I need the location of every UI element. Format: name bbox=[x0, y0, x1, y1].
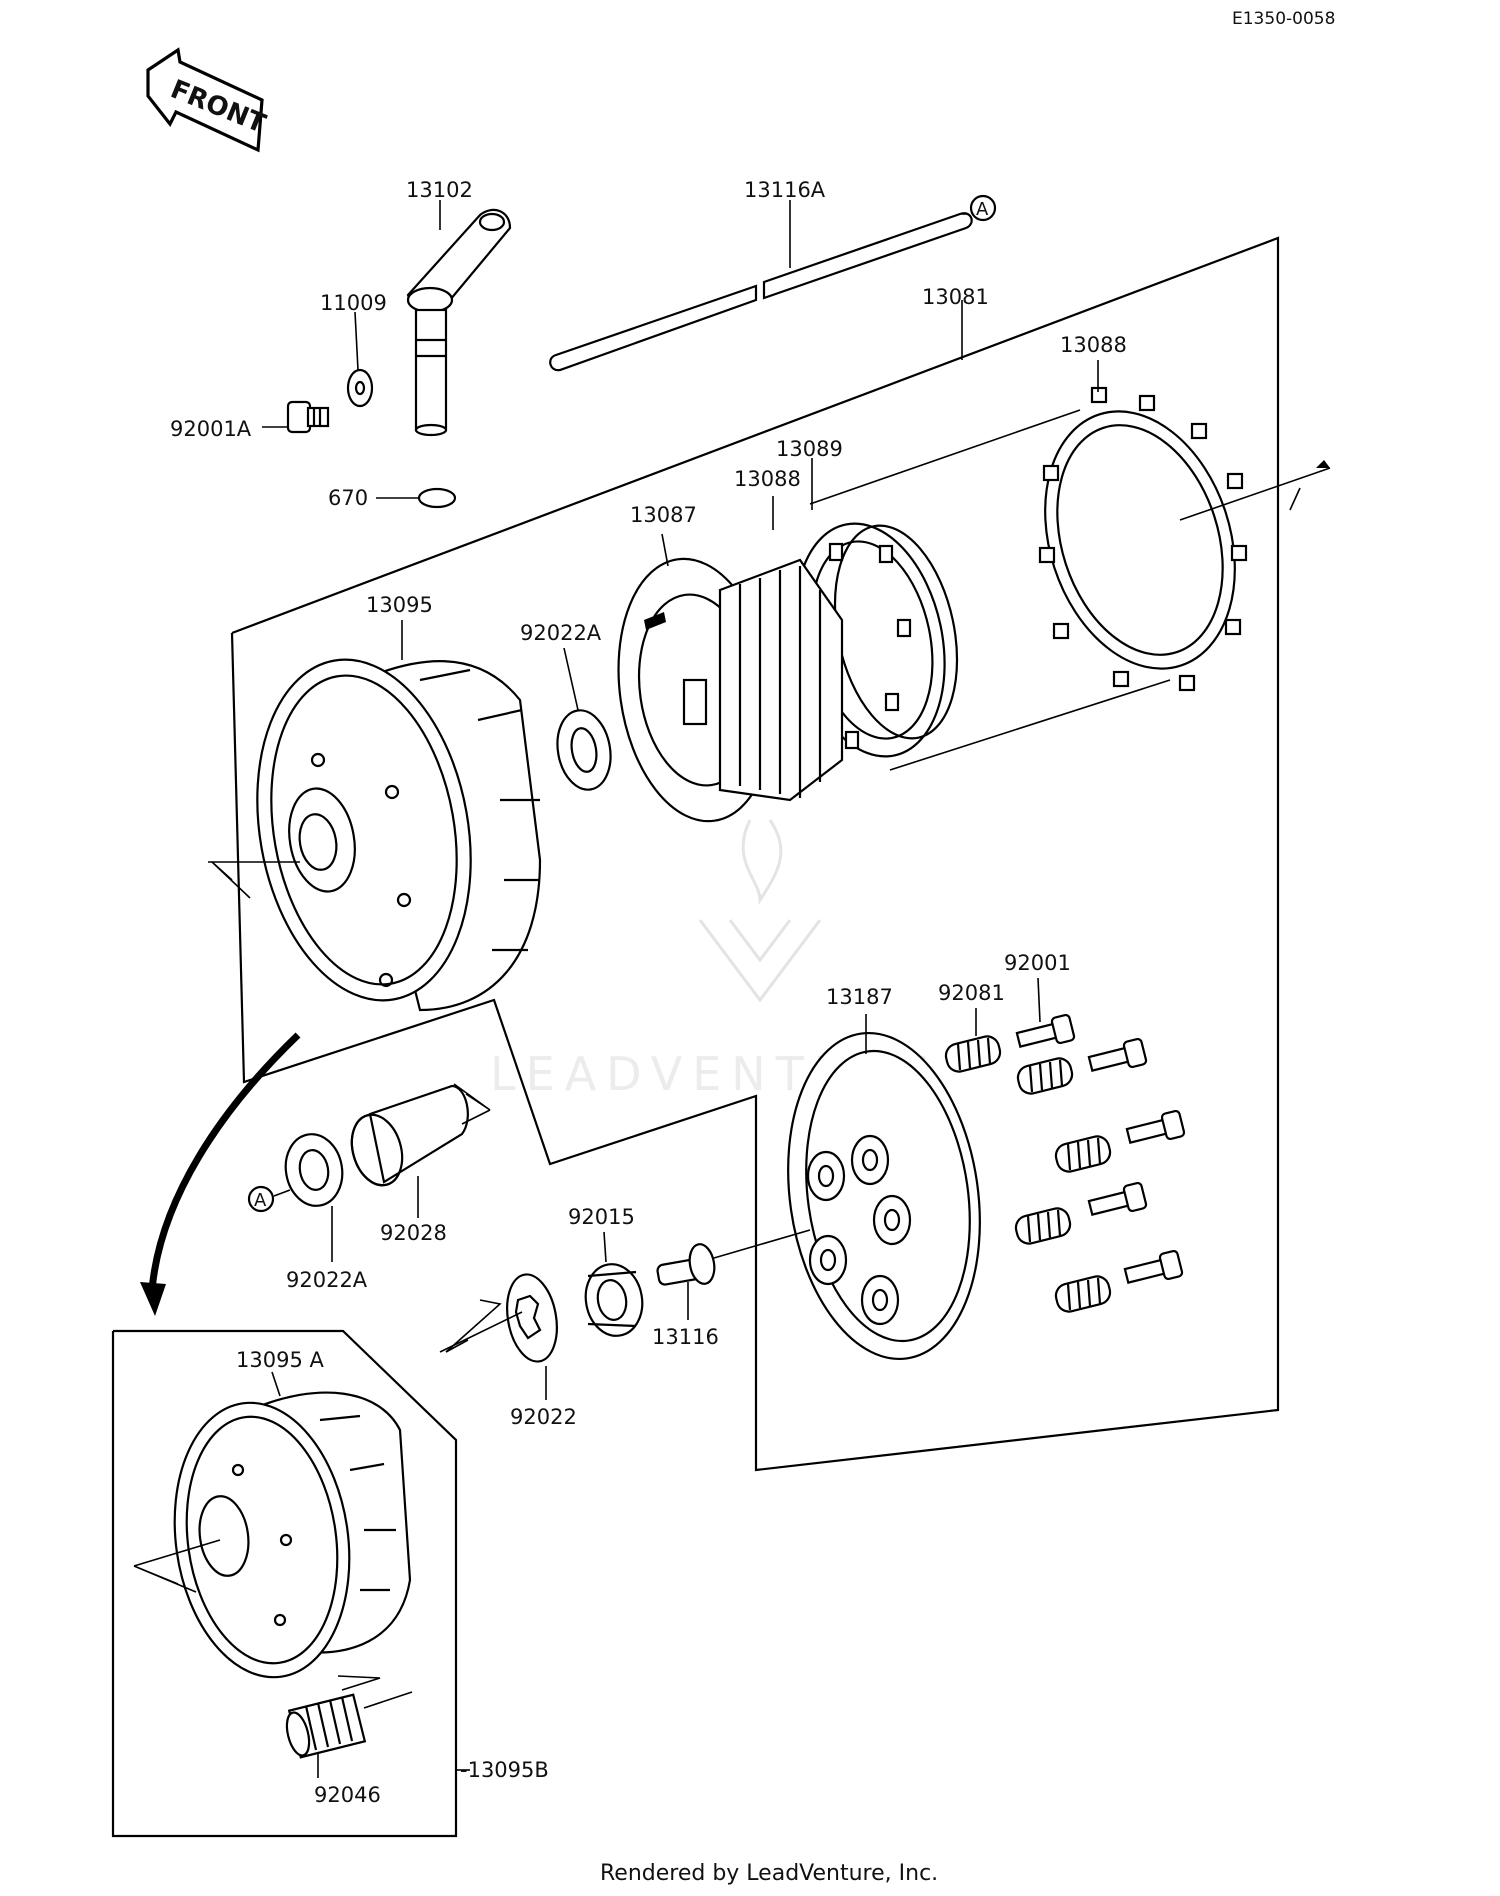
ref-marker-A-top bbox=[969, 194, 997, 222]
projection-arrow-tail bbox=[1289, 487, 1301, 511]
o-ring-670 bbox=[417, 487, 457, 509]
leader-13095A bbox=[271, 1371, 281, 1397]
bolt-4 bbox=[1087, 1181, 1148, 1216]
projection-arrow-92028 bbox=[453, 1083, 491, 1111]
push-rod-13116A bbox=[549, 212, 973, 372]
label-13081: 13081 bbox=[922, 285, 989, 309]
clutch-hub-13087 bbox=[617, 557, 844, 823]
bolt-5 bbox=[1123, 1249, 1184, 1284]
inset-box-13095B bbox=[111, 1329, 458, 1838]
label-92046: 92046 bbox=[314, 1783, 381, 1807]
pressure-plate-13187 bbox=[787, 1031, 981, 1361]
label-92081: 92081 bbox=[938, 981, 1005, 1005]
friction-plate-13088-inner bbox=[828, 542, 912, 750]
leader-13087 bbox=[661, 533, 669, 567]
clutch-springs-92081 bbox=[944, 1035, 1112, 1313]
ref-marker-A-bottom-text: A bbox=[254, 1190, 267, 1211]
projection-arrow-92022 bbox=[445, 1299, 502, 1353]
spring-4 bbox=[1014, 1207, 1072, 1245]
projection-arrow-bearing bbox=[337, 1675, 381, 1691]
spring-1 bbox=[944, 1035, 1002, 1073]
spring-2 bbox=[1016, 1057, 1074, 1095]
friction-plate-13088-outer bbox=[1038, 386, 1248, 692]
label-13095B: -13095B bbox=[460, 1758, 549, 1782]
clutch-release-lever-13102 bbox=[406, 208, 512, 437]
projection-line-bearing bbox=[363, 1691, 413, 1709]
label-13116: 13116 bbox=[652, 1325, 719, 1349]
footer-credit: Rendered by LeadVenture, Inc. bbox=[600, 1861, 938, 1886]
bolt-1 bbox=[1015, 1013, 1076, 1048]
projection-line-92028 bbox=[461, 1109, 491, 1125]
assembly-boundary bbox=[230, 236, 1280, 1472]
ref-marker-A-bottom bbox=[247, 1185, 275, 1213]
projection-line-right bbox=[1179, 467, 1331, 521]
label-11009: 11009 bbox=[320, 291, 387, 315]
label-13095: 13095 bbox=[366, 593, 433, 617]
label-13102: 13102 bbox=[406, 178, 473, 202]
projection-arrow-left bbox=[211, 861, 251, 899]
washer-92022A-upper bbox=[556, 709, 612, 791]
label-92001A: 92001A bbox=[170, 417, 252, 441]
clutch-bolts-92001 bbox=[1015, 1013, 1186, 1284]
ref-marker-A-top-text: A bbox=[976, 199, 989, 220]
bolt-2 bbox=[1087, 1037, 1148, 1072]
curved-arrow bbox=[140, 1032, 301, 1316]
bolt-92001A bbox=[286, 400, 330, 434]
clutch-housing-13095 bbox=[256, 658, 542, 1012]
projection-line-upper bbox=[809, 409, 1081, 505]
needle-bearing-92046 bbox=[285, 1693, 367, 1759]
label-13089: 13089 bbox=[776, 437, 843, 461]
leader-marker-A-bottom bbox=[273, 1189, 291, 1197]
label-13088-inner: 13088 bbox=[734, 467, 801, 491]
leader-13116-rod-to-plate bbox=[713, 1229, 811, 1259]
front-direction-arrow: FRONT bbox=[146, 47, 270, 153]
projection-arrow-inset bbox=[133, 1565, 197, 1593]
diagram-code: E1350-0058 bbox=[1232, 9, 1335, 29]
push-rod-13116 bbox=[656, 1243, 716, 1286]
label-92015: 92015 bbox=[568, 1205, 635, 1229]
label-13088-outer: 13088 bbox=[1060, 333, 1127, 357]
washer-11009 bbox=[346, 368, 374, 408]
projection-line-inset bbox=[133, 1539, 221, 1567]
projection-line-lower bbox=[889, 679, 1171, 771]
label-13095A: 13095 A bbox=[236, 1348, 324, 1372]
projection-arrow-right bbox=[1316, 460, 1330, 468]
label-670: 670 bbox=[328, 486, 368, 510]
clutch-housing-13095A bbox=[173, 1391, 412, 1679]
label-13187: 13187 bbox=[826, 985, 893, 1009]
spring-5 bbox=[1054, 1275, 1112, 1313]
spring-3 bbox=[1054, 1135, 1112, 1173]
label-92001: 92001 bbox=[1004, 951, 1071, 975]
label-92028: 92028 bbox=[380, 1221, 447, 1245]
label-92022A-upper: 92022A bbox=[520, 621, 602, 645]
label-13116A: 13116A bbox=[744, 178, 826, 202]
leader-92001 bbox=[1037, 977, 1041, 1023]
sleeve-92028 bbox=[350, 1084, 469, 1187]
leader-92022A-upper bbox=[563, 647, 579, 711]
bolt-3 bbox=[1125, 1109, 1186, 1144]
washer-92022A-lower bbox=[284, 1133, 344, 1207]
nut-92015 bbox=[584, 1263, 644, 1337]
label-92022: 92022 bbox=[510, 1405, 577, 1429]
leader-11009 bbox=[354, 311, 359, 371]
leader-92015 bbox=[603, 1231, 607, 1263]
label-92022A-lower: 92022A bbox=[286, 1268, 368, 1292]
lock-washer-92022 bbox=[506, 1273, 558, 1363]
label-13087: 13087 bbox=[630, 503, 697, 527]
